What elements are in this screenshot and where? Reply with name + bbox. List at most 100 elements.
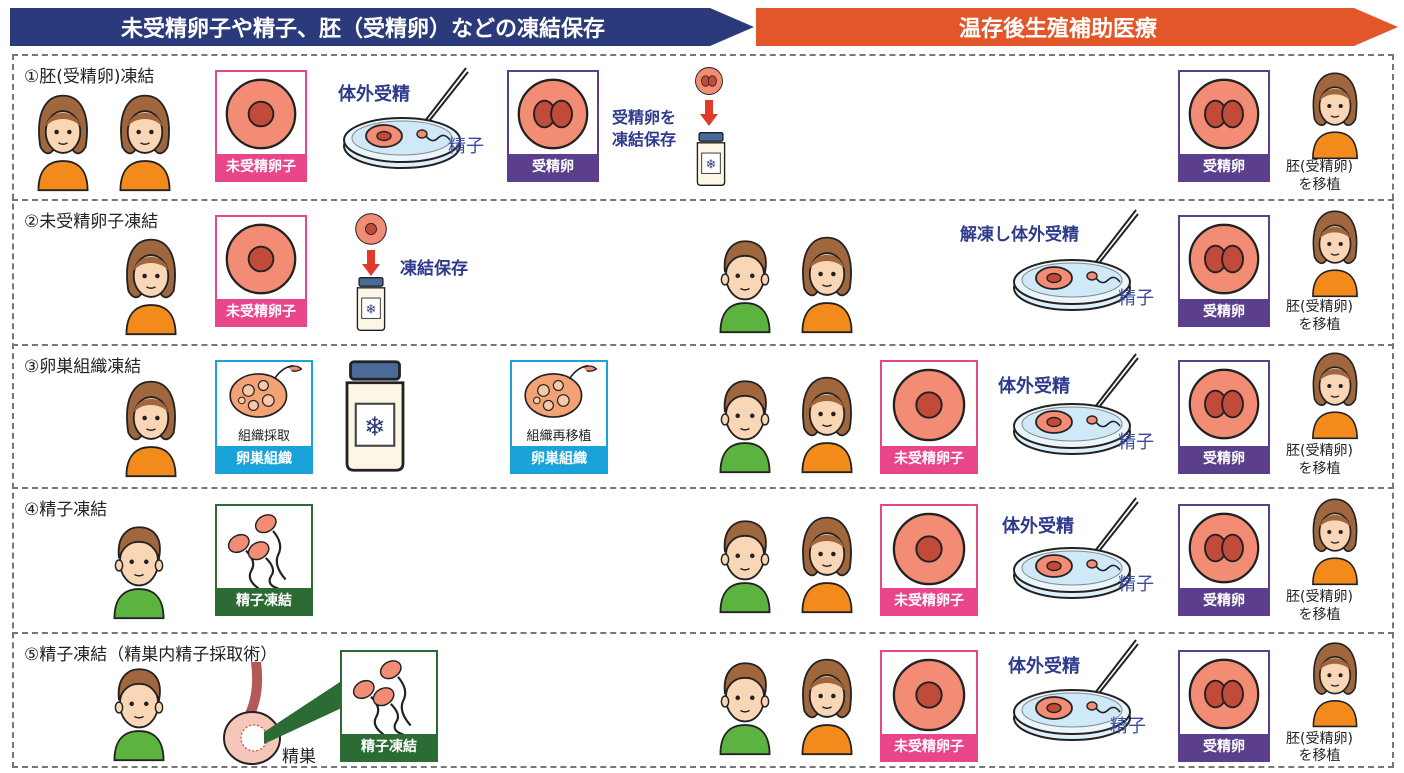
row-label-sperm: ④精子凍結 xyxy=(24,500,108,520)
card-label: 精子凍結 xyxy=(342,734,436,760)
cryo-vial-large-icon xyxy=(340,355,410,477)
cryo-vial-icon xyxy=(694,128,728,190)
woman-figure xyxy=(116,236,186,336)
card-unfertilized-egg: 未受精卵子 xyxy=(215,215,307,327)
banner-left-title: 未受精卵子や精子、胚（受精卵）などの凍結保存 xyxy=(120,17,605,42)
row-label-embryo: ①胚(受精卵)凍結 xyxy=(24,67,155,87)
woman-figure xyxy=(1300,640,1370,728)
card-fertilized-egg: 受精卵 xyxy=(1178,650,1270,762)
banner-arrow-orange xyxy=(756,8,1398,46)
cryo-vial-icon xyxy=(354,274,388,334)
arrow-down-icon xyxy=(700,100,718,126)
card-unfertilized-egg: 未受精卵子 xyxy=(215,70,307,182)
embryo-transfer-label: 胚(受精卵)を移植 xyxy=(1286,443,1353,477)
card-sperm-freeze: 精子凍結 xyxy=(340,650,438,762)
card-label: 精子凍結 xyxy=(217,588,311,614)
thaw-ivf-label: 解凍し体外受精 xyxy=(960,225,1079,245)
row-label-egg: ②未受精卵子凍結 xyxy=(24,212,159,232)
card-label: 未受精卵子 xyxy=(882,446,976,472)
woman-figure xyxy=(792,656,862,756)
woman-figure xyxy=(1300,208,1370,298)
woman-figure xyxy=(28,92,98,192)
fertilized-egg-small-icon xyxy=(694,66,724,96)
sperm-label: 精子 xyxy=(1118,288,1154,309)
card-label: 受精卵 xyxy=(1180,588,1268,614)
ivf-label: 体外受精 xyxy=(998,376,1070,397)
card-label: 未受精卵子 xyxy=(217,299,305,325)
fertilized-egg-icon xyxy=(1188,223,1260,295)
fertilized-egg-icon xyxy=(517,78,589,150)
card-label: 受精卵 xyxy=(1180,154,1268,180)
woman-figure xyxy=(116,378,186,478)
card-label: 未受精卵子 xyxy=(882,734,976,760)
card-ovary-harvest: 組織採取 卵巣組織 xyxy=(215,360,313,474)
fertilized-egg-icon xyxy=(1188,512,1260,584)
sperm-label: 精子 xyxy=(1118,432,1154,453)
egg-icon xyxy=(892,658,966,732)
woman-figure xyxy=(792,374,862,474)
card-unfertilized-egg: 未受精卵子 xyxy=(880,504,978,616)
ivf-label: 体外受精 xyxy=(338,84,410,105)
banner-right-title: 温存後生殖補助医療 xyxy=(958,17,1157,42)
row-separator xyxy=(12,487,1394,489)
card-label: 未受精卵子 xyxy=(217,154,305,180)
testis-label: 精巣 xyxy=(282,747,316,767)
embryo-transfer-label: 胚(受精卵)を移植 xyxy=(1286,159,1353,193)
testis-icon xyxy=(223,662,346,765)
sperm-label: 精子 xyxy=(448,136,484,157)
tissue-retransplant-label: 組織再移植 xyxy=(526,429,592,444)
man-figure xyxy=(710,514,780,614)
egg-icon xyxy=(892,512,966,586)
card-fertilized-egg: 受精卵 xyxy=(1178,70,1270,182)
tissue-harvest-label: 組織採取 xyxy=(237,429,290,444)
embryo-transfer-label: 胚(受精卵)を移植 xyxy=(1286,731,1353,764)
fertilized-egg-icon xyxy=(1188,658,1260,730)
man-figure xyxy=(710,234,780,334)
egg-icon xyxy=(892,368,966,442)
row-separator xyxy=(12,199,1394,201)
card-label: 受精卵 xyxy=(1180,446,1268,472)
card-label: 未受精卵子 xyxy=(882,588,976,614)
ivf-label: 体外受精 xyxy=(1008,656,1080,677)
sperm-icon xyxy=(349,656,412,736)
card-fertilized-egg: 受精卵 xyxy=(1178,215,1270,327)
ivf-label: 体外受精 xyxy=(1002,516,1074,537)
card-label: 卵巣組織 xyxy=(217,446,311,472)
woman-figure xyxy=(1300,70,1370,160)
card-label: 卵巣組織 xyxy=(512,446,606,472)
row-separator xyxy=(12,632,1394,634)
card-unfertilized-egg: 未受精卵子 xyxy=(880,360,978,474)
woman-figure xyxy=(1300,496,1370,586)
card-fertilized-egg: 受精卵 xyxy=(1178,504,1270,616)
card-fertilized-egg: 受精卵 xyxy=(1178,360,1270,474)
banner-cryopreservation: 未受精卵子や精子、胚（受精卵）などの凍結保存 xyxy=(10,4,756,50)
man-figure xyxy=(710,656,780,756)
egg-icon xyxy=(225,78,297,150)
man-figure xyxy=(104,520,174,620)
man-figure xyxy=(104,662,174,762)
card-ovary-retransplant: 組織再移植 卵巣組織 xyxy=(510,360,608,474)
fertilized-egg-icon xyxy=(1188,78,1260,150)
egg-icon xyxy=(225,223,297,295)
card-fertilized-egg: 受精卵 xyxy=(507,70,599,182)
row-label-tese: ⑤精子凍結（精巣内精子採取術） xyxy=(24,645,278,665)
man-figure xyxy=(710,374,780,474)
sperm-label: 精子 xyxy=(1118,574,1154,595)
woman-figure xyxy=(792,514,862,614)
woman-figure xyxy=(110,92,180,192)
card-unfertilized-egg: 未受精卵子 xyxy=(880,650,978,762)
row-separator xyxy=(12,344,1394,346)
card-label: 受精卵 xyxy=(1180,299,1268,325)
embryo-transfer-label: 胚(受精卵)を移植 xyxy=(1286,589,1353,623)
ovary-icon xyxy=(229,364,303,418)
egg-small-icon xyxy=(354,212,388,246)
ovary-icon xyxy=(524,364,598,418)
sperm-icon xyxy=(224,510,287,590)
woman-figure xyxy=(1300,350,1370,440)
fertilized-egg-icon xyxy=(1188,368,1260,440)
sperm-label: 精子 xyxy=(1110,716,1146,737)
embryo-transfer-label: 胚(受精卵)を移植 xyxy=(1286,299,1353,333)
freeze-storage-label: 凍結保存 xyxy=(400,259,468,279)
diagram-frame xyxy=(12,54,1394,768)
card-label: 受精卵 xyxy=(509,154,597,180)
